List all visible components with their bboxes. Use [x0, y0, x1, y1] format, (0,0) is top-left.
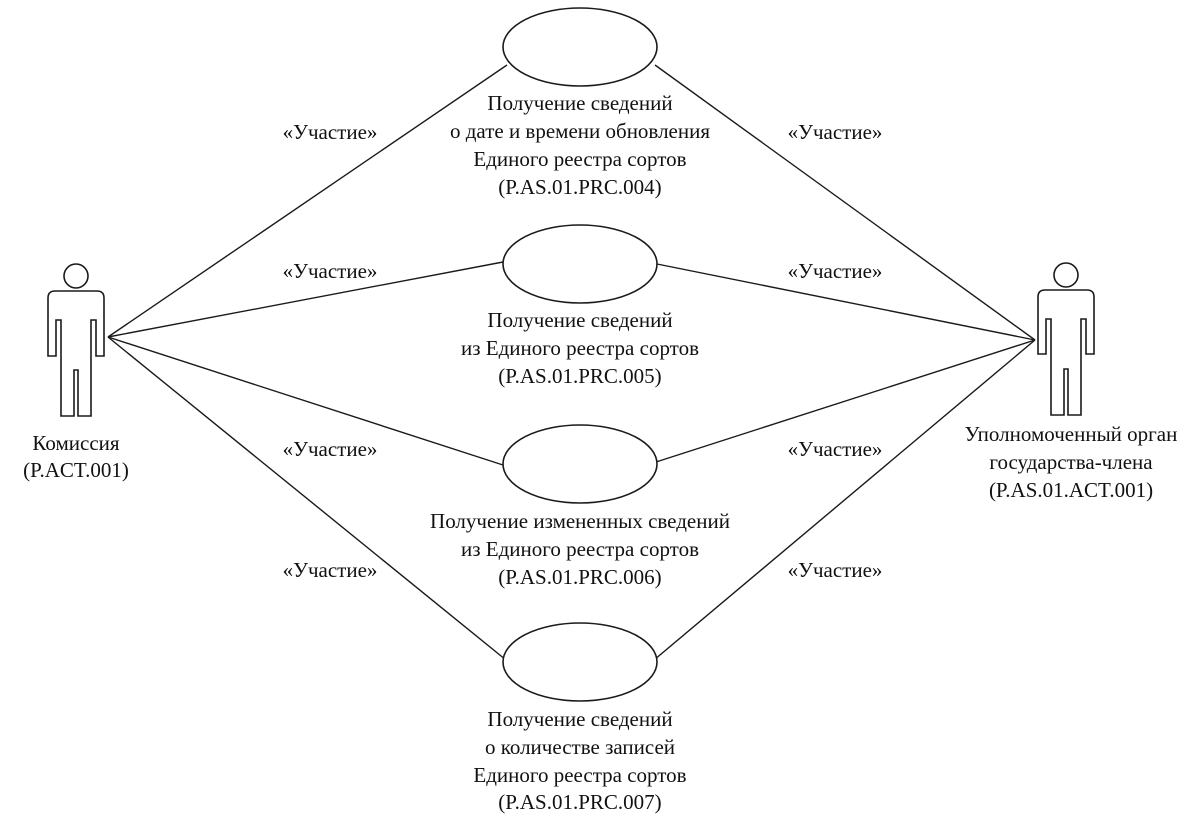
use-case-label-line: о дате и времени обновления: [450, 119, 710, 143]
actor-body: [1037, 289, 1095, 416]
association-line: [107, 336, 504, 466]
use-case-label-line: Получение сведений: [487, 707, 672, 731]
use-case-ellipse-prc-004: [502, 7, 658, 87]
actor-label-line: (P.AS.01.ACT.001): [989, 478, 1153, 502]
use-case-label-line: из Единого реестра сортов: [461, 336, 699, 360]
association-label: «Участие»: [283, 259, 378, 283]
use-case-label-prc-005: Получение сведений из Единого реестра со…: [461, 308, 699, 388]
use-case-ellipse-prc-005: [502, 224, 658, 304]
actor-commission-label: Комиссия (P.ACT.001): [23, 431, 129, 482]
actor-authority-label: Уполномоченный орган государства-члена (…: [965, 422, 1178, 502]
association-line: [654, 64, 1036, 341]
association-label: «Участие»: [788, 120, 883, 144]
actor-head: [63, 263, 89, 289]
use-case-label-line: Получение сведений: [487, 308, 672, 332]
actor-label-line: государства-члена: [989, 450, 1153, 474]
use-case-label-line: (P.AS.01.PRC.006): [498, 565, 661, 589]
association-lines: [107, 64, 1036, 661]
use-case-label-line: Получение измененных сведений: [430, 509, 730, 533]
use-case-label-line: (P.AS.01.PRC.004): [498, 175, 661, 199]
association-line: [655, 339, 1036, 463]
actor-commission-figure: [47, 263, 105, 417]
association-label: «Участие»: [283, 558, 378, 582]
association-labels: «Участие» «Участие» «Участие» «Участие» …: [283, 120, 883, 582]
use-case-ellipse-prc-006: [502, 424, 658, 504]
use-case-label-line: из Единого реестра сортов: [461, 537, 699, 561]
actor-label-line: Комиссия: [32, 431, 119, 455]
use-case-label-line: Единого реестра сортов: [473, 763, 686, 787]
association-line: [107, 64, 508, 338]
association-label: «Участие»: [788, 437, 883, 461]
association-label: «Участие»: [283, 120, 378, 144]
actor-label-line: (P.ACT.001): [23, 458, 129, 482]
actor-authority-figure: [1037, 262, 1095, 416]
use-case-label-prc-004: Получение сведений о дате и времени обно…: [450, 91, 710, 199]
use-case-label-prc-007: Получение сведений о количестве записей …: [473, 707, 686, 814]
association-label: «Участие»: [788, 558, 883, 582]
association-line: [656, 263, 1036, 341]
association-line: [107, 261, 504, 338]
use-case-label-line: Единого реестра сортов: [473, 147, 686, 171]
use-case-label-line: о количестве записей: [485, 735, 675, 759]
use-case-label-line: Получение сведений: [487, 91, 672, 115]
association-label: «Участие»: [283, 437, 378, 461]
association-line: [107, 336, 507, 661]
use-case-label-line: (P.AS.01.PRC.005): [498, 364, 661, 388]
use-case-label-prc-006: Получение измененных сведений из Единого…: [430, 509, 730, 589]
actor-label-line: Уполномоченный орган: [965, 422, 1178, 446]
use-case-ellipse-prc-007: [502, 622, 658, 702]
actor-body: [47, 290, 105, 417]
use-case-ellipses: [502, 7, 658, 702]
actor-head: [1053, 262, 1079, 288]
association-line: [653, 339, 1036, 661]
use-case-label-line: (P.AS.01.PRC.007): [498, 790, 661, 814]
association-label: «Участие»: [788, 259, 883, 283]
